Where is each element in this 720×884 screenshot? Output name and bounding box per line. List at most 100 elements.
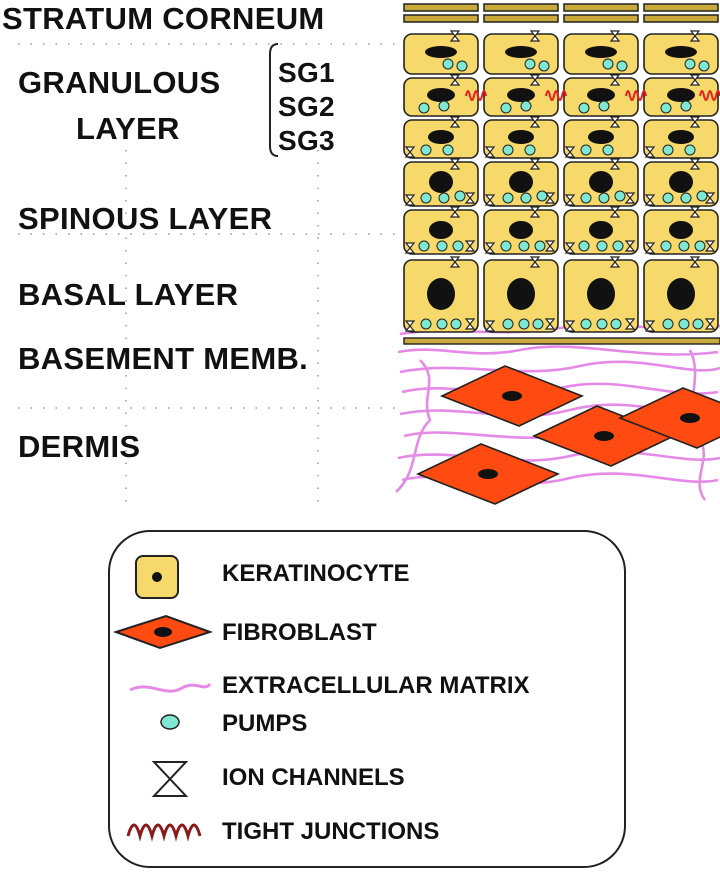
ion-channel bbox=[449, 256, 461, 268]
tight-junction-icon bbox=[126, 823, 202, 842]
ion-channel bbox=[529, 74, 541, 86]
ion-channel bbox=[689, 116, 701, 128]
ion-channel bbox=[404, 242, 416, 254]
ion-channel bbox=[624, 192, 636, 204]
nucleus bbox=[505, 46, 537, 58]
ion-channel bbox=[544, 240, 556, 252]
pump bbox=[680, 192, 692, 204]
pump bbox=[662, 192, 674, 204]
nucleus bbox=[507, 88, 535, 102]
ion-channel bbox=[404, 320, 416, 332]
pump bbox=[684, 144, 696, 156]
pump bbox=[602, 58, 614, 70]
ion-channel bbox=[689, 256, 701, 268]
pump bbox=[442, 144, 454, 156]
corneum-plate bbox=[483, 3, 559, 12]
fibroblast-nucleus bbox=[478, 469, 498, 479]
pump bbox=[524, 144, 536, 156]
pump bbox=[696, 190, 708, 202]
keratinocyte-icon bbox=[135, 555, 179, 599]
ion-channel bbox=[464, 318, 476, 330]
label-stratum-corneum: STRATUM CORNEUM bbox=[2, 1, 325, 36]
legend-extracellular-matrix: EXTRACELLULAR MATRIX bbox=[222, 672, 530, 699]
nucleus bbox=[425, 46, 457, 58]
nucleus bbox=[429, 171, 453, 193]
legend-pumps: PUMPS bbox=[222, 710, 308, 737]
pump bbox=[524, 58, 536, 70]
ion-channel bbox=[609, 158, 621, 170]
label-sg2: SG2 bbox=[278, 91, 335, 122]
ion-channel bbox=[449, 74, 461, 86]
pump bbox=[596, 240, 608, 252]
pump bbox=[418, 102, 430, 114]
ion-channel bbox=[644, 320, 656, 332]
pump bbox=[420, 318, 432, 330]
sg-brace bbox=[269, 43, 279, 157]
pump bbox=[596, 318, 608, 330]
pump bbox=[660, 102, 672, 114]
ion-channel bbox=[484, 146, 496, 158]
pump bbox=[678, 240, 690, 252]
ion-channel bbox=[564, 242, 576, 254]
pump bbox=[518, 318, 530, 330]
ion-channel bbox=[689, 74, 701, 86]
pump bbox=[456, 60, 468, 72]
pump bbox=[534, 240, 546, 252]
pump bbox=[616, 60, 628, 72]
corneum-plate bbox=[403, 3, 479, 12]
pump bbox=[500, 240, 512, 252]
pump bbox=[450, 318, 462, 330]
corneum-plate bbox=[643, 3, 719, 12]
nucleus bbox=[585, 46, 617, 58]
nucleus bbox=[669, 221, 693, 239]
ion-channel bbox=[689, 158, 701, 170]
corneum-plate bbox=[403, 14, 479, 23]
pump bbox=[438, 100, 450, 112]
pump bbox=[684, 58, 696, 70]
fibroblast-nucleus bbox=[594, 431, 614, 441]
pump bbox=[520, 192, 532, 204]
pump bbox=[518, 240, 530, 252]
nucleus bbox=[667, 278, 695, 310]
legend-tight-junctions: TIGHT JUNCTIONS bbox=[222, 818, 440, 845]
ion-channel bbox=[644, 242, 656, 254]
ion-channel bbox=[529, 256, 541, 268]
ion-channel bbox=[449, 30, 461, 42]
corneum-plate bbox=[643, 14, 719, 23]
nucleus bbox=[427, 88, 455, 102]
ecm-fiber bbox=[397, 450, 720, 462]
corneum-plate bbox=[563, 14, 639, 23]
ion-channel bbox=[564, 320, 576, 332]
pump bbox=[602, 144, 614, 156]
nucleus bbox=[509, 171, 533, 193]
pump bbox=[610, 318, 622, 330]
nucleus bbox=[428, 130, 454, 144]
ion-channel bbox=[624, 318, 636, 330]
epidermis-schematic bbox=[18, 3, 720, 505]
pump bbox=[614, 190, 626, 202]
pump bbox=[580, 318, 592, 330]
ion-channel bbox=[529, 30, 541, 42]
tight-junction bbox=[545, 90, 567, 101]
pump bbox=[580, 144, 592, 156]
corneum-plate bbox=[563, 3, 639, 12]
nucleus bbox=[587, 278, 615, 310]
pump bbox=[612, 240, 624, 252]
pump bbox=[532, 318, 544, 330]
pump bbox=[454, 190, 466, 202]
ion-channel bbox=[529, 206, 541, 218]
pump bbox=[678, 318, 690, 330]
pump bbox=[598, 192, 610, 204]
nucleus bbox=[588, 130, 614, 144]
pump bbox=[580, 192, 592, 204]
legend-ion-channels: ION CHANNELS bbox=[222, 764, 405, 791]
ion-channel bbox=[484, 194, 496, 206]
ion-channel bbox=[689, 30, 701, 42]
ecm-fiber bbox=[395, 359, 432, 493]
legend-fibroblast: FIBROBLAST bbox=[222, 619, 377, 646]
pump bbox=[436, 240, 448, 252]
ion-channel bbox=[609, 30, 621, 42]
ion-channel bbox=[609, 256, 621, 268]
label-basement-membrane: BASEMENT MEMB. bbox=[18, 341, 309, 376]
